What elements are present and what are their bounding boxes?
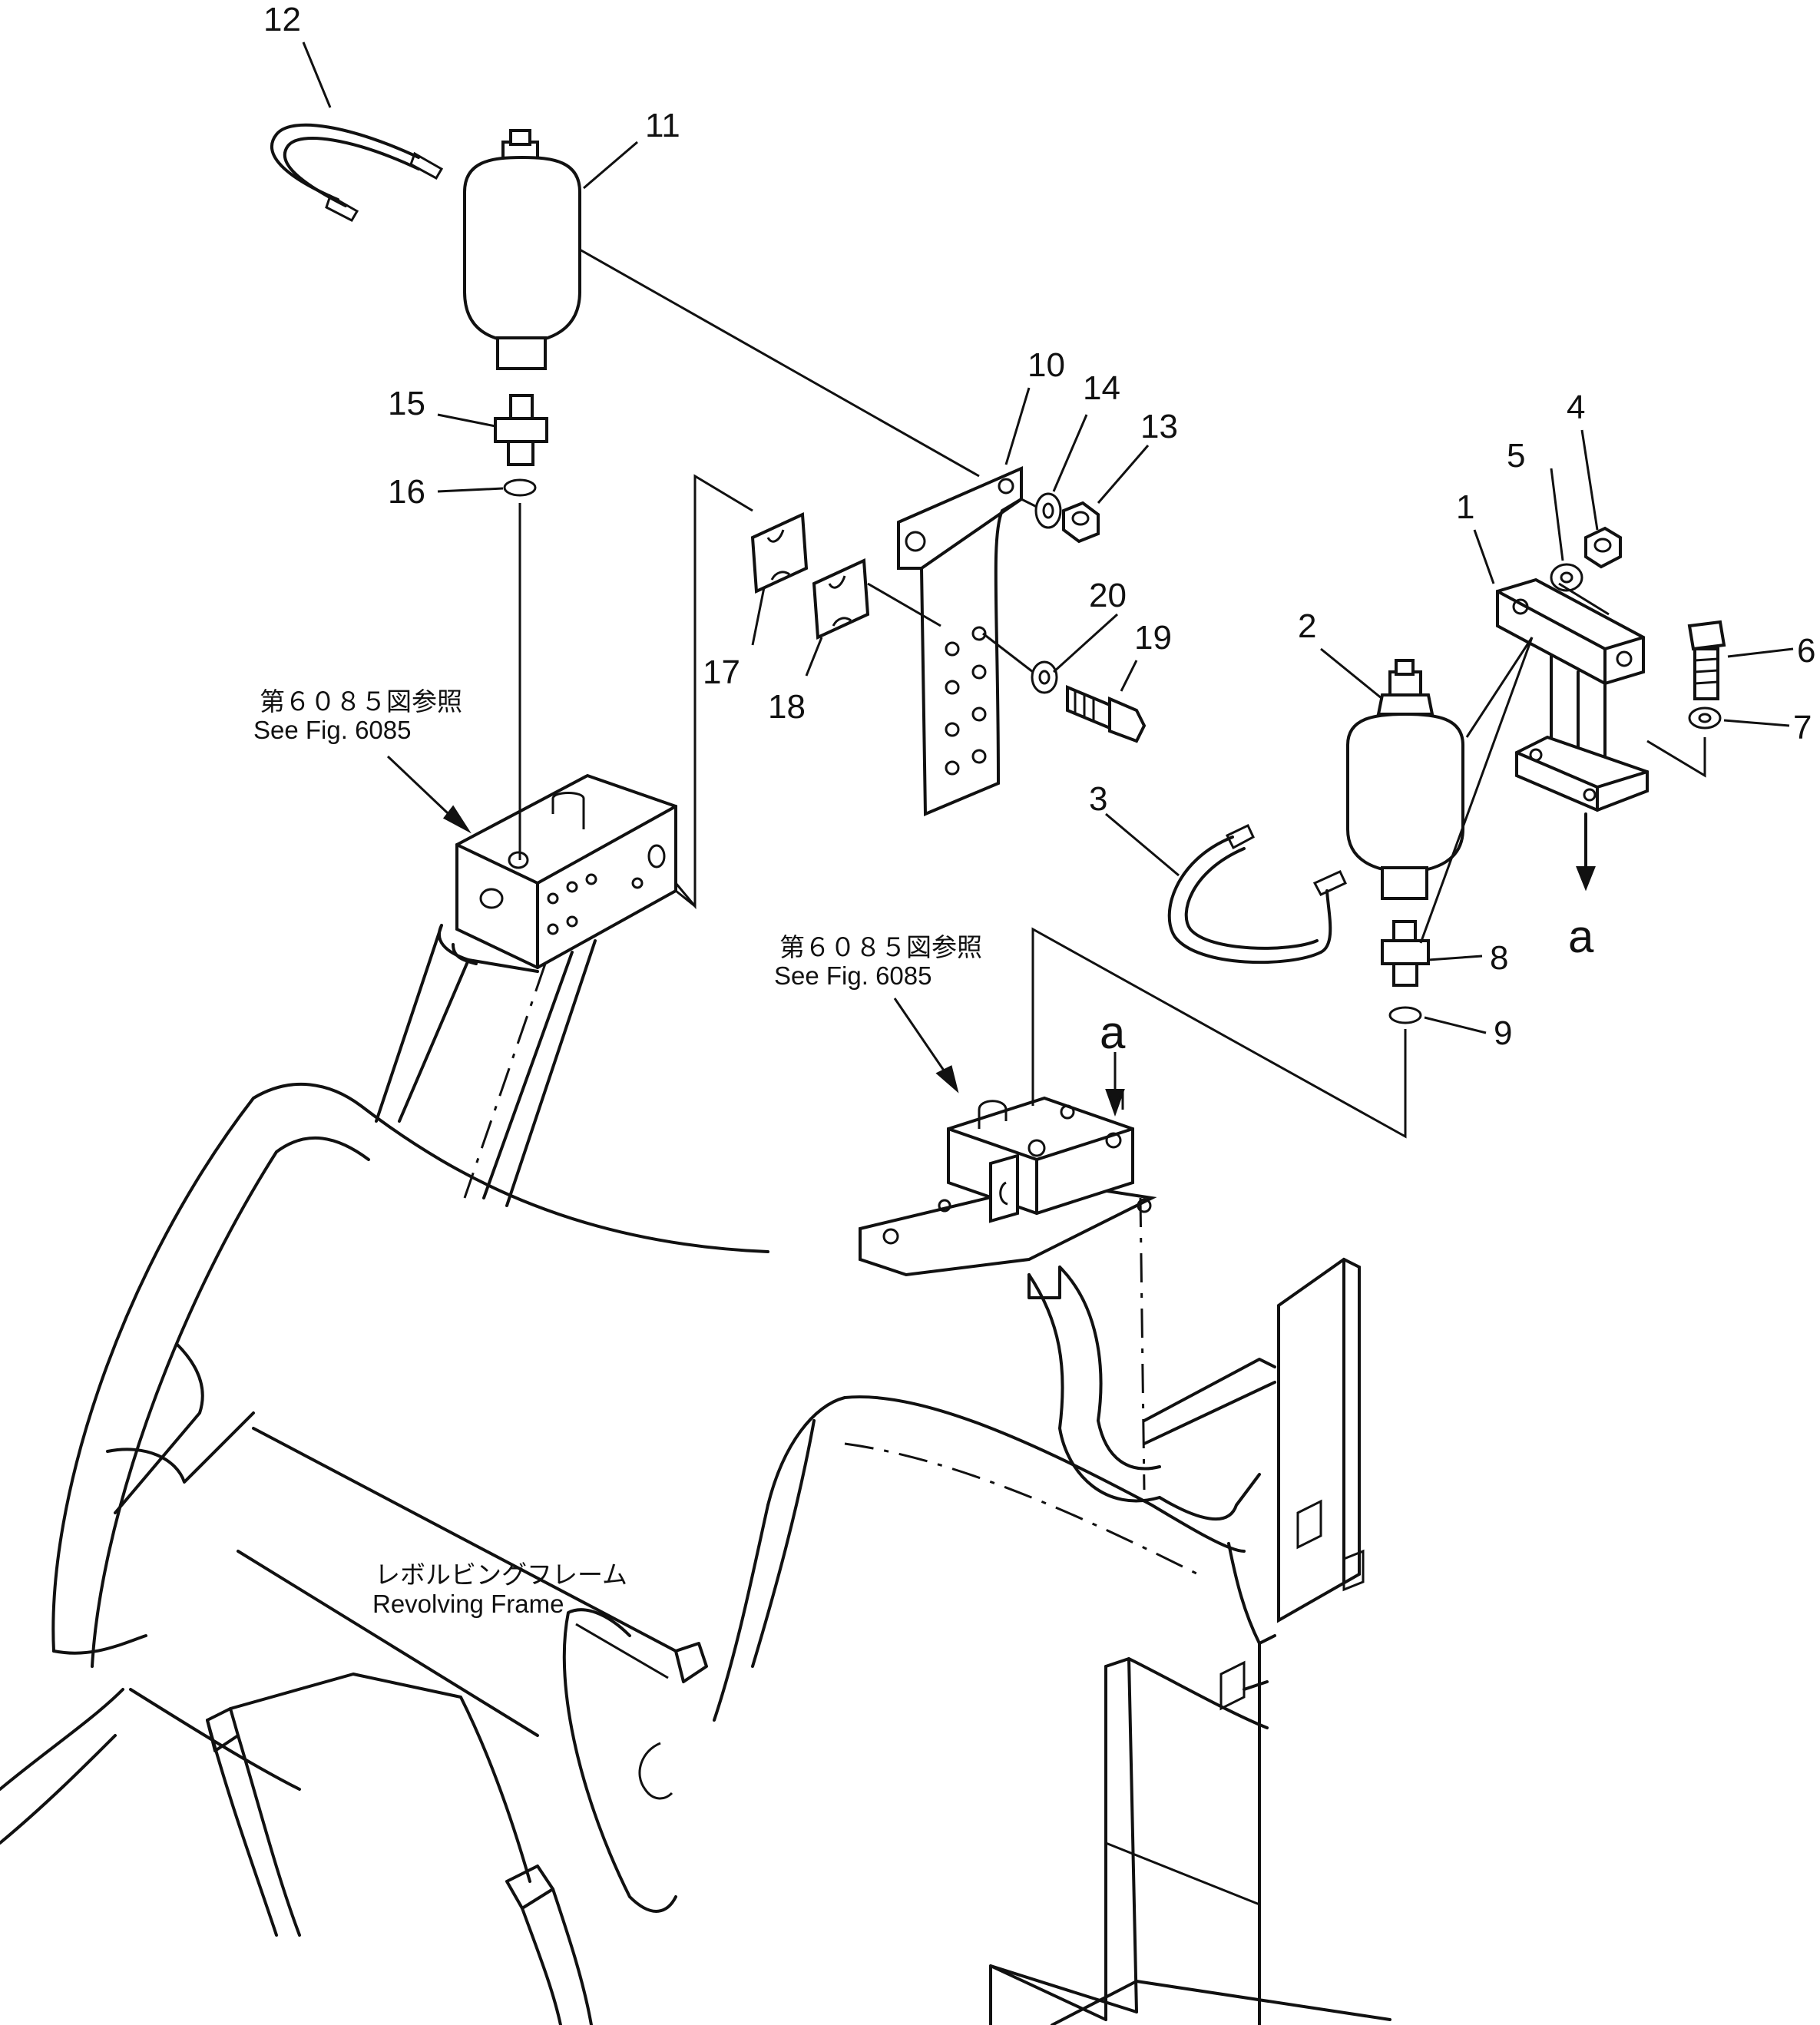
shim-17 (750, 511, 809, 594)
callout-18: 18 (768, 688, 806, 726)
marker-a-bracket: a (1568, 911, 1594, 962)
bracket-1 (1496, 577, 1649, 892)
callout-14: 14 (1083, 369, 1120, 407)
callout-6: 6 (1797, 632, 1815, 670)
fitting-8 (1381, 920, 1430, 987)
washer-14 (1034, 492, 1062, 529)
callout-13: 13 (1140, 408, 1178, 445)
hose-3 (1167, 823, 1347, 965)
washer-5 (1550, 563, 1583, 592)
fitting-15 (494, 394, 548, 466)
callout-12: 12 (263, 1, 301, 38)
assembly-lines (579, 248, 1706, 1139)
o-ring-9 (1388, 1006, 1422, 1024)
washer-20 (1031, 660, 1058, 694)
callout-9: 9 (1494, 1014, 1512, 1052)
callout-7: 7 (1793, 709, 1812, 746)
shim-18 (812, 558, 870, 640)
callout-15: 15 (388, 385, 425, 422)
callout-8: 8 (1490, 939, 1508, 977)
accumulator-2 (1346, 659, 1464, 900)
callout-17: 17 (703, 653, 740, 691)
bolt-19 (1066, 685, 1147, 743)
callout-20: 20 (1089, 577, 1127, 614)
callout-4: 4 (1567, 389, 1585, 426)
callout-10: 10 (1027, 346, 1065, 384)
callout-2: 2 (1298, 607, 1316, 645)
nut-4 (1584, 526, 1622, 569)
ref-note-en-right: See Fig. 6085 (774, 961, 932, 990)
ref-note-jp-right: 第６０８５図参照 (779, 933, 982, 961)
callout-11: 11 (645, 107, 680, 144)
washer-7 (1688, 706, 1722, 730)
bracket-10 (897, 465, 1023, 816)
frame-label-jp: レボルビングフレーム (375, 1560, 627, 1589)
ref-note-jp-left: 第６０８５図参照 (260, 687, 462, 716)
accumulator-11 (463, 129, 581, 370)
callout-5: 5 (1507, 437, 1525, 475)
callout-1: 1 (1456, 488, 1474, 526)
leader-lines (302, 41, 1794, 1679)
nut-13 (1062, 501, 1100, 544)
revolving-frame (0, 1082, 1391, 2025)
callout-labels: 12 11 15 16 10 14 13 17 18 20 19 2 3 1 5… (263, 1, 1815, 1052)
marker-a-block: a (1100, 1007, 1126, 1058)
ref-note-en-left: See Fig. 6085 (253, 716, 411, 744)
callout-16: 16 (388, 473, 425, 511)
right-valve-block (859, 1096, 1365, 2025)
frame-label-en: Revolving Frame (372, 1590, 564, 1618)
o-ring-16 (503, 478, 537, 497)
callout-3: 3 (1089, 780, 1107, 818)
bolt-6 (1687, 620, 1726, 700)
notes: 第６０８５図参照 See Fig. 6085 第６０８５図参照 See Fig.… (253, 687, 1594, 1618)
callout-19: 19 (1134, 619, 1172, 657)
hose-12 (270, 123, 444, 222)
left-valve-block (375, 773, 677, 1207)
